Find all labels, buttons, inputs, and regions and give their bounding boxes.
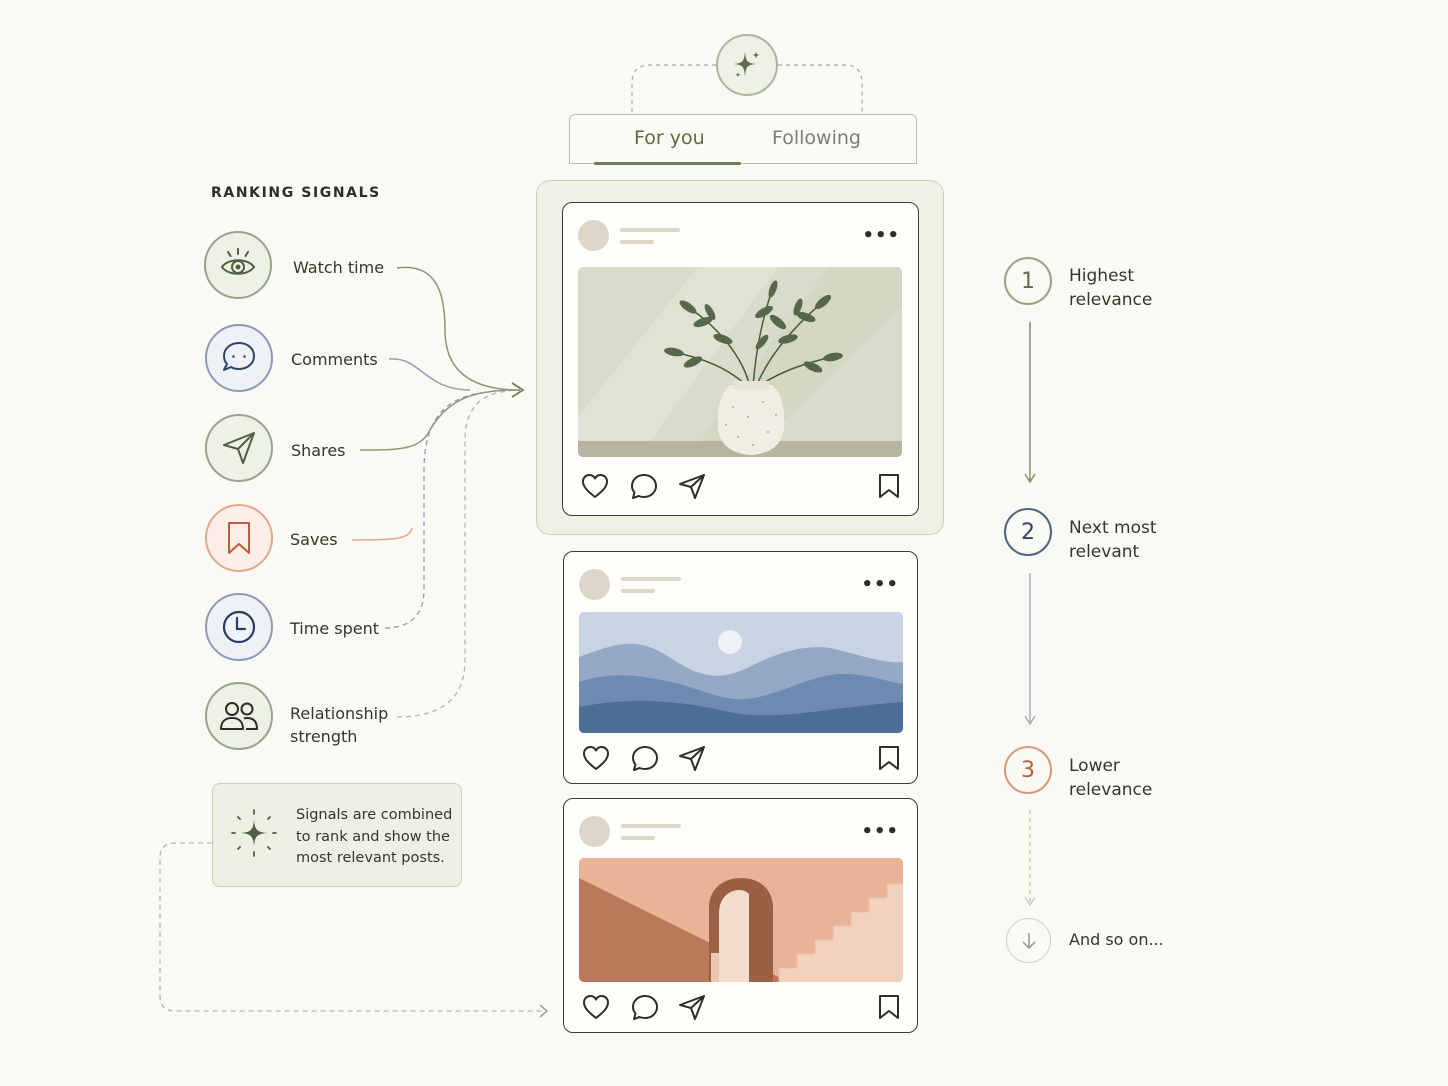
avatar [579,569,610,600]
more-ranks-badge [1006,918,1051,963]
rank-3-label: Lower relevance [1069,754,1152,802]
more-options-icon[interactable]: ••• [861,821,899,842]
signal-label-relationship-line1: Relationship [290,704,389,723]
signal-label-watch-time: Watch time [293,258,385,277]
post-card-1[interactable]: ••• [562,202,919,516]
signal-watch-time-icon-circle [204,231,272,299]
signal-label-comments: Comments [291,350,378,369]
save-icon[interactable] [878,473,900,499]
save-icon[interactable] [878,994,900,1020]
sparkle-icon [734,51,760,78]
tab-for-you[interactable]: For you [634,127,705,149]
send-icon [223,432,255,464]
clock-icon [222,610,256,644]
subtitle-placeholder [621,589,655,593]
and-so-on-label: And so on... [1069,930,1164,949]
signals-note-card: Signals are combined to rank and show th… [212,783,462,887]
rank-1-badge: 1 [1004,257,1052,305]
share-icon[interactable] [678,745,706,772]
comment-icon [223,342,255,371]
share-icon[interactable] [678,994,706,1021]
rank-3-label-line1: Lower [1069,756,1120,776]
username-placeholder [621,577,681,581]
mountains-image [579,612,903,733]
rank-1-label-line1: Highest [1069,266,1135,286]
avatar [579,816,610,847]
rank-3-badge: 3 [1004,746,1052,794]
rank-2-label-line1: Next most [1069,518,1157,538]
signal-comments-icon-circle [205,324,273,392]
rank-2-label: Next most relevant [1069,516,1157,564]
share-icon[interactable] [678,473,706,500]
rank-1-label: Highest relevance [1069,264,1152,312]
rank-1-label-line2: relevance [1069,290,1153,310]
signals-note-text: Signals are combined to rank and show th… [296,807,453,866]
feed-tabs: For you Following [569,114,917,165]
username-placeholder [620,228,680,232]
rank-3-label-line2: relevance [1069,780,1153,800]
signal-label-time-spent: Time spent [290,619,379,638]
signal-label-saves: Saves [290,530,338,549]
tab-following[interactable]: Following [772,127,861,149]
signal-label-relationship: Relationship strength [290,702,388,748]
ranking-signals-heading: RANKING SIGNALS [211,185,381,201]
signal-shares-icon-circle [205,414,273,482]
like-icon[interactable] [582,994,610,1020]
archway-image [579,858,903,982]
arrow-down-icon [1021,932,1036,949]
comment-icon[interactable] [630,473,658,500]
subtitle-placeholder [621,836,655,840]
signal-relationship-icon-circle [205,682,273,750]
comment-icon[interactable] [631,745,659,772]
rank-2-label-line2: relevant [1069,542,1140,562]
subtitle-placeholder [620,240,654,244]
signal-label-shares: Shares [291,441,346,460]
sparkle-icon [231,809,277,857]
save-icon[interactable] [878,745,900,771]
comment-icon[interactable] [631,994,659,1021]
sparkle-badge [716,34,778,96]
signal-label-relationship-line2: strength [290,727,358,746]
avatar [578,220,609,251]
signal-saves-icon-circle [205,504,273,572]
people-icon [220,702,258,730]
more-options-icon[interactable]: ••• [862,225,900,246]
like-icon[interactable] [582,745,610,771]
eye-icon [220,248,256,275]
like-icon[interactable] [581,473,609,499]
plant-vase-image [578,267,902,457]
username-placeholder [621,824,681,828]
post-card-2[interactable]: ••• [563,551,918,784]
rank-2-badge: 2 [1004,508,1052,556]
signal-time-spent-icon-circle [205,593,273,661]
bookmark-icon [228,522,250,554]
post-card-3[interactable]: ••• [563,798,918,1033]
more-options-icon[interactable]: ••• [861,574,899,595]
active-tab-indicator [594,162,741,165]
